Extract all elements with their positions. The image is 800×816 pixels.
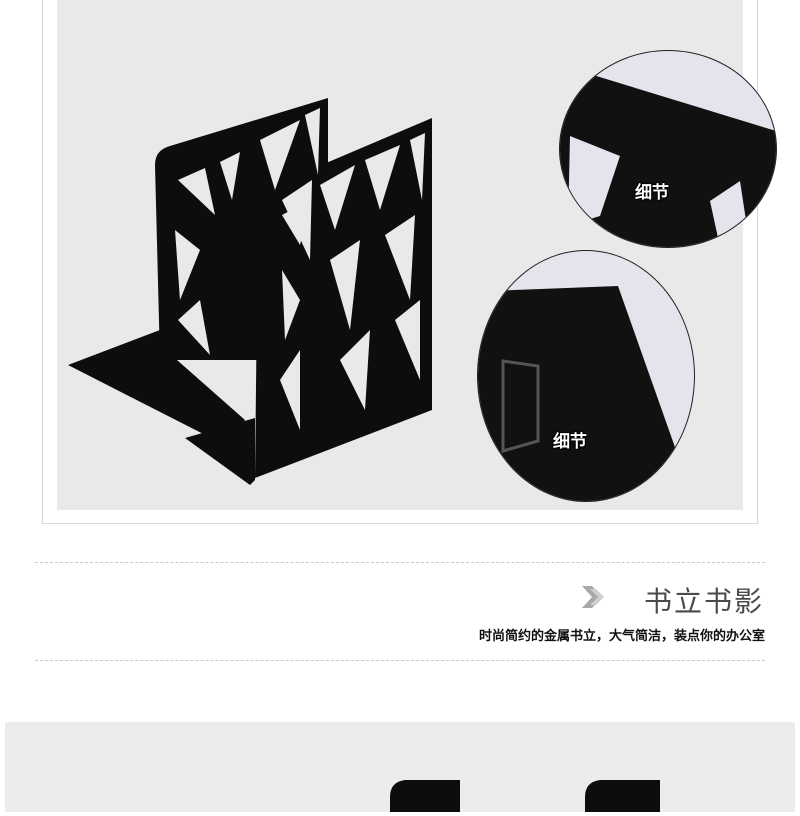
corner-closeup-image (560, 71, 776, 247)
divider-bottom (35, 660, 765, 661)
detail-closeup-bottom-edge: 细节 (477, 250, 695, 502)
detail-label: 细节 (635, 183, 669, 203)
detail-closeup-top-corner: 细节 (559, 50, 777, 248)
divider-top (35, 562, 765, 563)
double-chevron-right-icon (582, 586, 604, 608)
bookend-product-image (68, 98, 432, 485)
next-product-photo-panel (5, 722, 795, 812)
section-title: 书立书影 (643, 585, 764, 618)
product-photo-panel: 细节 细节 (57, 0, 777, 510)
section-subtitle: 时尚简约的金属书立，大气简洁，装点你的办公室 (478, 629, 765, 644)
bookend-base-back (68, 330, 245, 445)
edge-closeup-image (478, 286, 694, 501)
bookend-product-image-partial (390, 780, 660, 812)
detail-label: 细节 (553, 432, 587, 452)
tree-cutouts (175, 108, 425, 430)
bookend-base-front (185, 418, 255, 485)
